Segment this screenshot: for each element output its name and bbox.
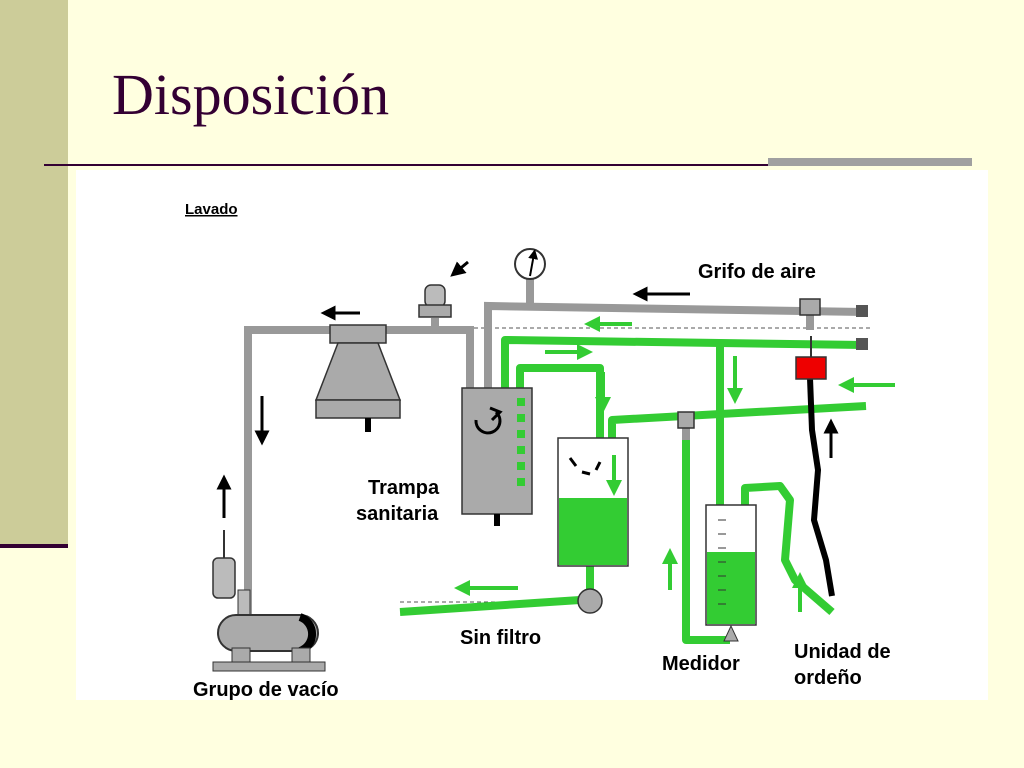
vacuum-regulator bbox=[418, 284, 452, 318]
milking-unit bbox=[795, 336, 835, 597]
label-sanitary-trap-1: Trampa bbox=[368, 477, 440, 499]
section-label: Lavado bbox=[185, 201, 238, 218]
flow-arrows-black bbox=[216, 260, 839, 518]
left-decor-band bbox=[0, 0, 68, 548]
air-valve bbox=[799, 298, 821, 316]
milking-system-diagram: Lavado Grifo de aire Trampa sanitaria Si… bbox=[185, 201, 895, 701]
label-milking-unit-2: ordeño bbox=[794, 667, 862, 689]
slide-title: Disposición bbox=[112, 62, 390, 127]
pipe-end-cap bbox=[856, 305, 868, 317]
label-no-filter: Sin filtro bbox=[460, 627, 541, 649]
interceptor-funnel bbox=[314, 324, 402, 432]
title-rule-accent bbox=[768, 158, 972, 166]
vacuum-gauge-icon bbox=[514, 248, 546, 280]
title-rule bbox=[44, 164, 972, 166]
sanitary-trap bbox=[461, 387, 533, 526]
label-vacuum-group: Grupo de vacío bbox=[193, 679, 339, 700]
flow-arrows-green bbox=[454, 316, 895, 612]
pipe-end-cap bbox=[856, 338, 868, 350]
label-sanitary-trap-2: sanitaria bbox=[356, 503, 439, 525]
diagram-panel: Lavado Grifo de aire Trampa sanitaria Si… bbox=[76, 170, 988, 701]
label-milking-unit-1: Unidad de bbox=[794, 641, 891, 663]
label-meter: Medidor bbox=[662, 653, 740, 675]
label-air-valve: Grifo de aire bbox=[698, 261, 816, 283]
receiver-jar bbox=[557, 437, 629, 614]
vacuum-pump bbox=[212, 530, 326, 672]
milk-meter bbox=[677, 411, 757, 642]
left-decor-line bbox=[0, 544, 68, 548]
